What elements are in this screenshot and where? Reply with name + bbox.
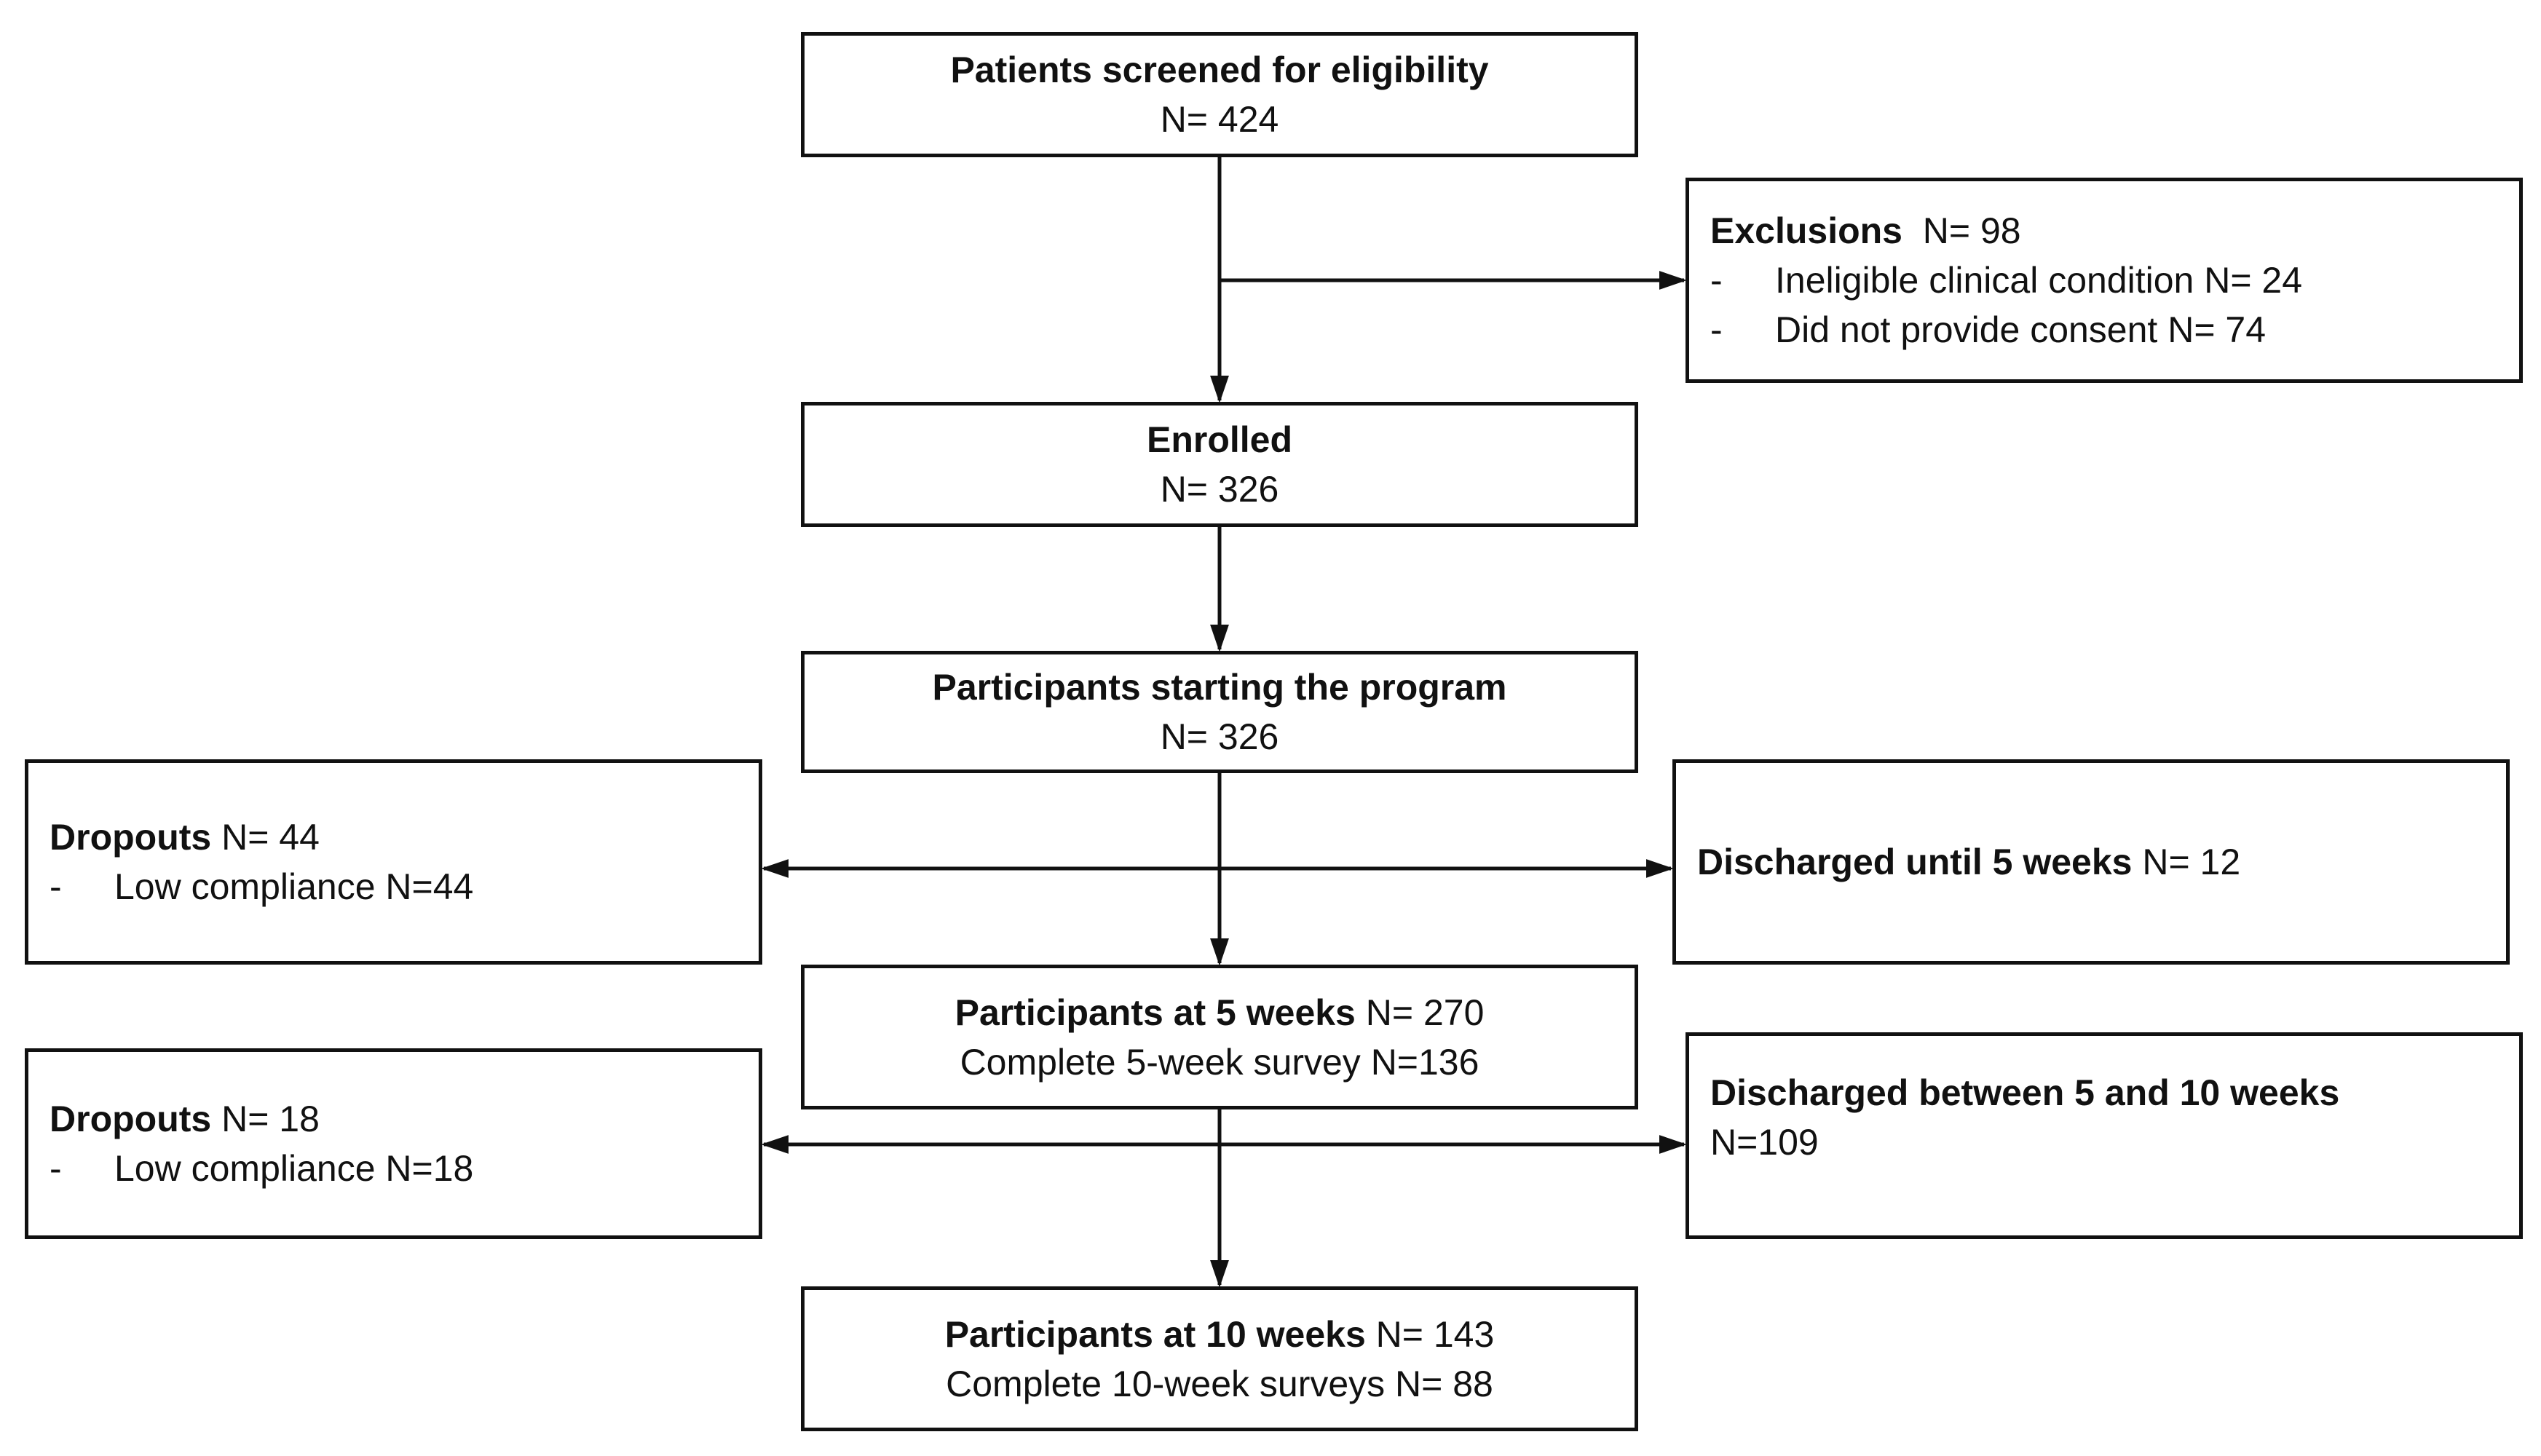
discharged-10wk-title: Discharged between 5 and 10 weeks	[1710, 1072, 2340, 1113]
screened-count: N= 424	[1160, 99, 1279, 140]
discharged-5wk-count: N= 12	[2142, 842, 2241, 882]
exclusions-title: Exclusions	[1710, 210, 1902, 251]
exclusions-item: Ineligible clinical condition N= 24	[1775, 260, 2303, 301]
week10-box: Participants at 10 weeks N= 143 Complete…	[801, 1286, 1638, 1431]
discharged-5wk-title: Discharged until 5 weeks	[1697, 842, 2133, 882]
discharged-10wk-count: N=109	[1710, 1122, 1819, 1163]
exclusions-item-marker: -	[1710, 260, 1723, 301]
screened-box: Patients screened for eligibility N= 424	[801, 32, 1638, 157]
exclusions-count: N= 98	[1922, 210, 2021, 251]
week5-detail: Complete 5-week survey N=136	[960, 1041, 1479, 1083]
exclusions-item-marker: -	[1710, 309, 1723, 350]
starting-box: Participants starting the program N= 326	[801, 651, 1638, 773]
starting-title: Participants starting the program	[932, 667, 1507, 708]
week5-title: Participants at 5 weeks	[955, 992, 1356, 1033]
dropouts-5wk-count: N= 44	[221, 817, 320, 858]
discharged-10wk-box: Discharged between 5 and 10 weeks N=109	[1686, 1032, 2523, 1239]
week10-detail: Complete 10-week surveys N= 88	[946, 1363, 1493, 1404]
enrolled-box: Enrolled N= 326	[801, 402, 1638, 527]
dropouts-5wk-item-marker: -	[50, 866, 62, 907]
dropouts-10wk-item: Low compliance N=18	[114, 1148, 474, 1189]
screened-title: Patients screened for eligibility	[950, 50, 1489, 90]
dropouts-10wk-title: Dropouts	[50, 1099, 212, 1139]
dropouts-5wk-box: Dropouts N= 44 - Low compliance N=44	[25, 759, 762, 965]
dropouts-5wk-item: Low compliance N=44	[114, 866, 474, 907]
starting-count: N= 326	[1160, 716, 1279, 757]
enrolled-title: Enrolled	[1146, 419, 1293, 460]
exclusions-item: Did not provide consent N= 74	[1775, 309, 2267, 350]
week10-title: Participants at 10 weeks	[944, 1313, 1366, 1355]
week10-count: N= 143	[1375, 1313, 1495, 1355]
dropouts-10wk-box: Dropouts N= 18 - Low compliance N=18	[25, 1048, 762, 1239]
week5-count: N= 270	[1365, 992, 1485, 1033]
discharged-5wk-box: Discharged until 5 weeks N= 12	[1672, 759, 2510, 965]
enrolled-count: N= 326	[1160, 469, 1279, 510]
dropouts-10wk-item-marker: -	[50, 1148, 62, 1189]
dropouts-10wk-count: N= 18	[221, 1099, 320, 1139]
exclusions-box: Exclusions N= 98 - Ineligible clinical co…	[1686, 178, 2523, 383]
week5-box: Participants at 5 weeks N= 270 Complete …	[801, 965, 1638, 1109]
dropouts-5wk-title: Dropouts	[50, 817, 212, 858]
